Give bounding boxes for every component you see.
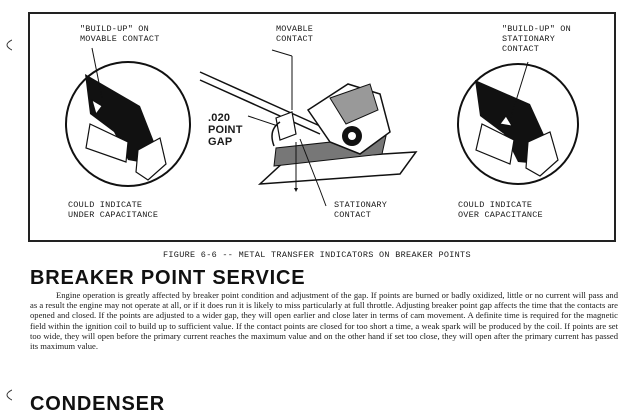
figure-6-6: "BUILD-UP" ON MOVABLE CONTACT MOVABLE CO… [28, 12, 616, 242]
label-point-gap: .020 POINT GAP [208, 112, 243, 148]
label-build-up-stationary: "BUILD-UP" ON STATIONARY CONTACT [502, 24, 571, 54]
label-over-capacitance: COULD INDICATE OVER CAPACITANCE [458, 200, 543, 220]
label-stationary-contact: STATIONARY CONTACT [334, 200, 388, 220]
breaker-assembly [199, 49, 418, 207]
section-body: Engine operation is greatly affected by … [30, 290, 618, 352]
binder-hole-mark [6, 389, 12, 401]
figure-caption: FIGURE 6-6 -- METAL TRANSFER INDICATORS … [163, 250, 471, 260]
binder-hole-mark [6, 39, 12, 51]
section-heading: BREAKER POINT SERVICE [30, 267, 306, 289]
label-movable-contact: MOVABLE CONTACT [276, 24, 314, 44]
label-under-capacitance: COULD INDICATE UNDER CAPACITANCE [68, 200, 159, 220]
label-build-up-movable: "BUILD-UP" ON MOVABLE CONTACT [80, 24, 160, 44]
right-contact-detail [457, 61, 579, 185]
left-contact-detail [65, 47, 191, 187]
breaker-points-illustration [65, 47, 579, 207]
